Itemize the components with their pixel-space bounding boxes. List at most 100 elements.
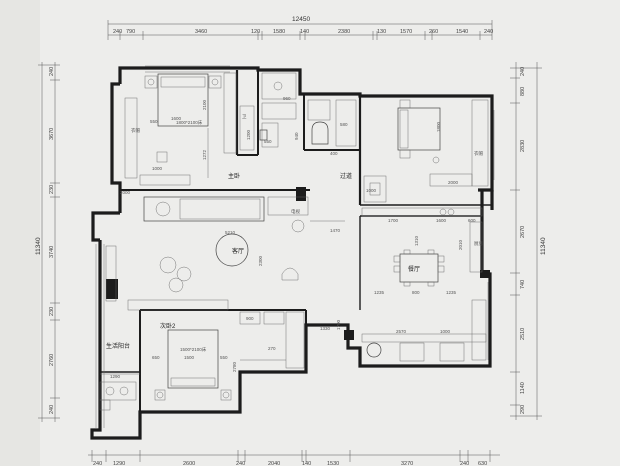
- bath-dim-940: 940: [294, 132, 299, 140]
- bottom-dim-6: 140: [302, 461, 311, 466]
- top-dim-8: 130: [377, 29, 386, 35]
- second-dim-2780: 2780: [232, 361, 237, 372]
- bottom-dim-10: 630: [478, 461, 487, 466]
- second-dim-550: 550: [220, 355, 228, 360]
- tv-cabinet: [143, 196, 265, 222]
- dining-label: 餐厅: [408, 265, 420, 273]
- left-dim-6: 240: [49, 405, 55, 414]
- master-bed: [157, 73, 209, 127]
- guest-bath-dim-580: 580: [340, 122, 348, 127]
- left-dim-1: 3670: [49, 128, 55, 140]
- kitchen-dim-1700: 1700: [388, 218, 399, 223]
- living-room: 客厅: [105, 233, 299, 311]
- top-dim-4: 120: [251, 29, 260, 35]
- study-bed-dim: 1800: [436, 121, 441, 132]
- right-dim-3: 2670: [520, 226, 526, 238]
- passage-area: 过道 电视 5210 1470 2300: [143, 172, 352, 266]
- lower-service-area: 2570 1000 1330 1700: [320, 299, 487, 362]
- interior-walls: [100, 70, 492, 412]
- master-dim-1600: 1600: [171, 116, 182, 121]
- master-dim-550: 550: [150, 119, 158, 124]
- left-dimension-chain: 240 11340 3670 230 3740 230 2760 240: [35, 62, 60, 422]
- master-room-label: 主卧: [228, 172, 240, 180]
- top-dim-6: 140: [300, 29, 309, 35]
- bottom-dim-2: 1290: [113, 461, 125, 466]
- top-dim-2: 790: [126, 29, 135, 35]
- living-dim-5210: 5210: [225, 230, 236, 235]
- right-dim-4: 740: [520, 280, 526, 289]
- top-dim-11: 1540: [456, 29, 468, 35]
- study-dim-1010: 1000: [366, 188, 377, 193]
- study-room: 1800 2000 衣帽 1000: [363, 99, 489, 203]
- service-dim-1700: 1700: [336, 319, 341, 330]
- living-room-label: 客厅: [232, 247, 244, 255]
- top-dim-1: 240: [113, 29, 122, 35]
- living-dim-2300: 2300: [258, 255, 263, 266]
- balcony: 生活阳台 1290: [99, 342, 140, 411]
- right-top-small-dim: 240: [520, 67, 526, 76]
- tv-label: 电视: [291, 208, 300, 215]
- bottom-dim-3: 2600: [183, 461, 195, 466]
- dining-dim-1235b: 1235: [446, 290, 457, 295]
- top-dim-12: 240: [484, 29, 493, 35]
- bottom-dim-1: 240: [93, 461, 102, 466]
- service-dim-1330: 1330: [320, 326, 331, 331]
- master-bedroom: 1800*2100床 1600 1000 2100 1272 550 衣帽 20…: [120, 72, 240, 195]
- right-overall-dim: 11340: [540, 237, 547, 255]
- left-top-small-dim: 240: [49, 67, 55, 76]
- kitchen-dim-600: 600: [468, 218, 476, 223]
- kitchen-label: 厨房: [474, 240, 483, 247]
- guest-bath: 580 400: [307, 99, 357, 156]
- second-bedroom-label: 次卧2: [160, 322, 176, 330]
- left-dim-2: 230: [49, 185, 55, 194]
- left-dim-4: 230: [49, 307, 55, 316]
- right-dim-5: 2510: [520, 328, 526, 340]
- right-dimension-chain: 240 11340 880 2830 2670 740 2510 1140 29…: [510, 62, 547, 420]
- second-dim-900: 900: [246, 316, 254, 321]
- left-overall-dim: 11340: [35, 237, 42, 255]
- study-closet-label: 衣帽: [474, 150, 483, 157]
- right-dim-2: 2830: [520, 140, 526, 152]
- second-dim-650: 650: [152, 355, 160, 360]
- dining-dim-1235a: 1235: [374, 290, 385, 295]
- top-dim-9: 1570: [400, 29, 412, 35]
- right-dim-6: 1140: [520, 382, 526, 394]
- bath-dim-550b: 550: [264, 139, 272, 144]
- master-closet-label: 衣帽: [131, 127, 140, 134]
- windows: [95, 65, 495, 428]
- dining-dim-1310: 1310: [414, 235, 419, 246]
- bottom-dim-7: 1530: [327, 461, 339, 466]
- passage-label: 过道: [340, 172, 352, 180]
- left-dim-3: 3740: [49, 246, 55, 258]
- secondary-bedroom: 次卧2 1500*2100床 1500 550 650 900 270 2780: [152, 311, 305, 401]
- left-dim-5: 2760: [49, 354, 55, 366]
- exterior-walls: [90, 66, 494, 440]
- study-dim-2000: 2000: [448, 180, 459, 185]
- bottom-dim-5: 2040: [268, 461, 280, 466]
- bath-dim-1200: 1200: [246, 129, 251, 140]
- bottom-dim-8: 3270: [401, 461, 413, 466]
- bottom-dim-9: 240: [460, 461, 469, 466]
- dining-dim-800: 800: [412, 290, 420, 295]
- second-dim-270: 270: [268, 346, 276, 351]
- master-dim-1000: 1000: [152, 166, 163, 171]
- master-dim-2000: 2000: [120, 190, 131, 195]
- dining-dim-2010: 2010: [458, 239, 463, 250]
- master-bath: 1200 550 960 940 卫: [239, 72, 299, 151]
- bath-label: 卫: [242, 114, 247, 119]
- top-dim-3: 3460: [195, 29, 207, 35]
- guest-bath-dim-400: 400: [330, 151, 338, 156]
- top-dim-10: 260: [429, 29, 438, 35]
- living-round-table: [215, 233, 249, 267]
- second-bed-label: 1500*2100床: [180, 346, 207, 353]
- master-dim-2100: 2100: [202, 99, 207, 110]
- top-overall-dim: 12450: [292, 16, 310, 23]
- kitchen-dim-1600: 1600: [436, 218, 447, 223]
- top-dim-5: 1580: [273, 29, 285, 35]
- service-dim-2570: 2570: [396, 329, 407, 334]
- second-dim-1500: 1500: [184, 355, 195, 360]
- bath-dim-960: 960: [283, 96, 291, 101]
- kitchen-dining: 餐厅 1700 1600 600 1310 1235 800 1235 2010…: [361, 207, 483, 295]
- master-dim-1272: 1272: [202, 149, 207, 160]
